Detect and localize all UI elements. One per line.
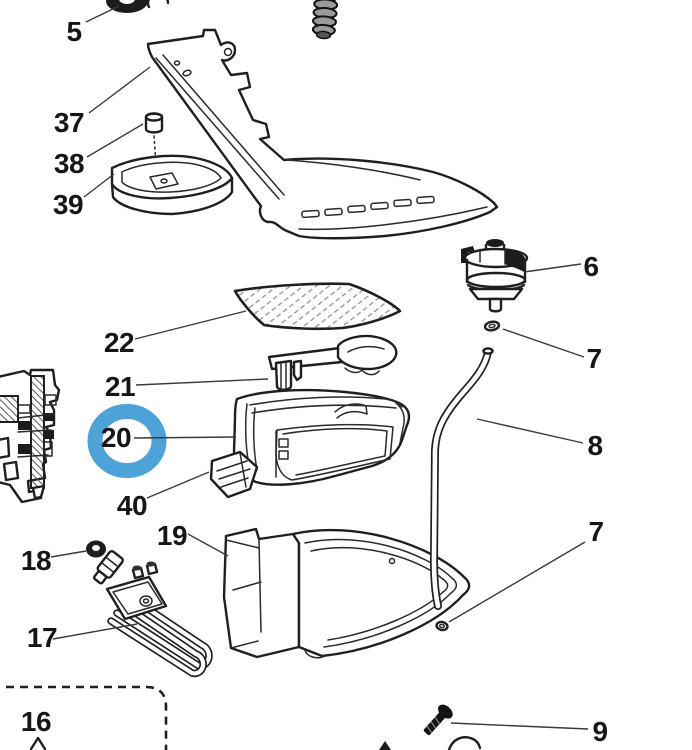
callout-label-38: 38 bbox=[54, 148, 84, 179]
part-5-grommet bbox=[106, 0, 170, 13]
highlight-part-20[interactable]: 20 bbox=[87, 404, 237, 478]
leader-38 bbox=[86, 123, 144, 158]
callout-label-37: 37 bbox=[54, 107, 84, 138]
leader-40 bbox=[146, 471, 210, 499]
callout-label-7-lower: 7 bbox=[588, 516, 603, 547]
part-16-dashed-box bbox=[0, 685, 168, 750]
callout-label-20[interactable]: 20 bbox=[101, 422, 132, 453]
part-20-drawer bbox=[232, 388, 411, 486]
part-8-hose bbox=[429, 347, 494, 610]
callout-label-21: 21 bbox=[105, 371, 135, 402]
part-17-heating-element bbox=[105, 561, 213, 678]
part-21-siphon bbox=[267, 334, 398, 391]
part-38-cap bbox=[144, 112, 164, 180]
callout-label-5: 5 bbox=[66, 16, 81, 47]
part-19-housing bbox=[222, 527, 471, 659]
part-6-valve bbox=[461, 239, 529, 313]
leader-8 bbox=[476, 418, 584, 444]
part-7-clip-lower bbox=[435, 620, 449, 632]
leader-22 bbox=[134, 310, 247, 340]
leader-7-upper bbox=[502, 328, 585, 358]
part-9-screw bbox=[379, 704, 482, 750]
callout-label-7-upper: 7 bbox=[586, 343, 601, 374]
callout-label-22: 22 bbox=[104, 327, 134, 358]
part-37-bracket bbox=[146, 28, 499, 240]
leader-39 bbox=[83, 173, 115, 198]
leader-7-lower bbox=[448, 541, 586, 623]
part-18-bolt bbox=[86, 540, 124, 585]
highlight-ring[interactable] bbox=[87, 404, 167, 478]
leader-21 bbox=[135, 378, 269, 386]
callout-label-9: 9 bbox=[592, 716, 607, 747]
leader-6 bbox=[523, 263, 582, 273]
leader-lines bbox=[50, 5, 589, 730]
leader-19 bbox=[187, 533, 229, 557]
part-40-flap bbox=[209, 450, 259, 499]
part-7-clip-upper bbox=[483, 320, 501, 332]
callout-label-17: 17 bbox=[27, 622, 57, 653]
callout-label-19: 19 bbox=[157, 520, 187, 551]
left-module bbox=[0, 368, 61, 504]
leader-9 bbox=[450, 722, 589, 730]
leader-5 bbox=[85, 5, 120, 23]
part-22-sheet bbox=[233, 282, 402, 331]
callout-label-8: 8 bbox=[587, 430, 602, 461]
callout-label-18: 18 bbox=[21, 545, 51, 576]
leader-17 bbox=[52, 623, 138, 640]
callout-labels: 5 37 38 39 22 21 40 18 19 17 16 6 7 8 7 … bbox=[21, 16, 608, 747]
leader-20 bbox=[133, 436, 237, 439]
callout-label-16: 16 bbox=[21, 706, 51, 737]
leader-18 bbox=[50, 550, 87, 558]
part-39-tray bbox=[110, 154, 234, 216]
leader-37 bbox=[88, 66, 151, 114]
callout-label-39: 39 bbox=[53, 189, 83, 220]
callout-label-6: 6 bbox=[583, 251, 598, 282]
callout-label-40: 40 bbox=[117, 490, 147, 521]
spring-icon bbox=[311, 0, 339, 40]
